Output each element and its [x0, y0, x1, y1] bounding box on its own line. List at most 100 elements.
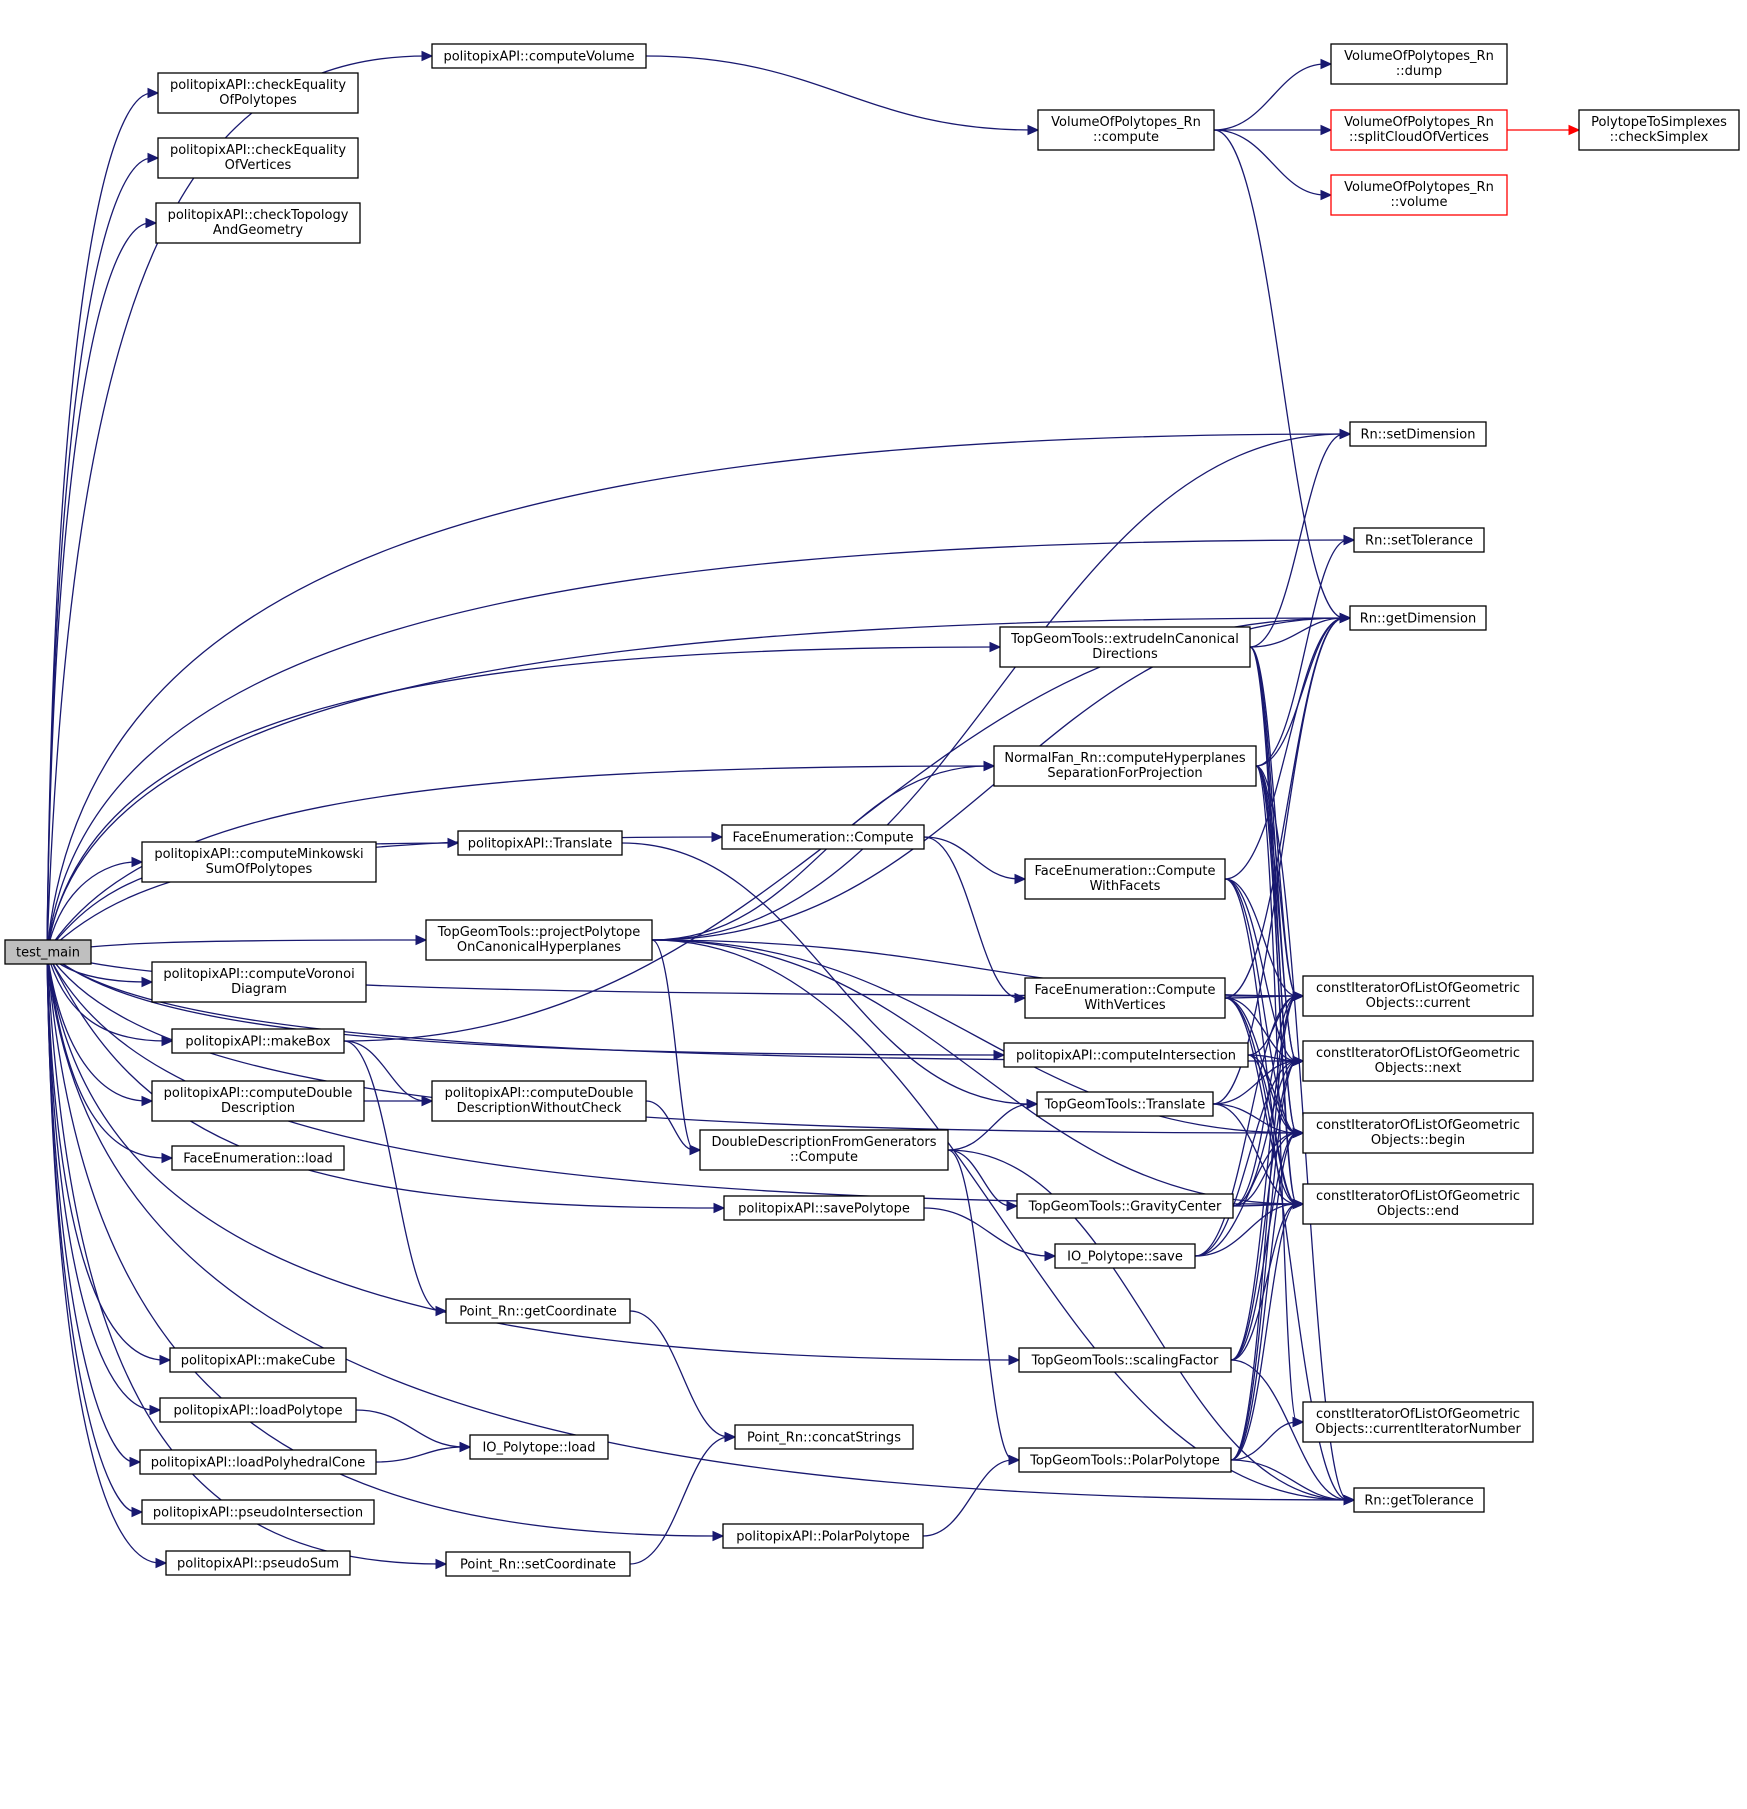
- edge-line: [1224, 997, 1349, 1501]
- node-label: politopixAPI::checkEquality: [170, 78, 346, 93]
- node-io-save[interactable]: IO_Polytope::save: [1054, 1243, 1196, 1269]
- node-makecube[interactable]: politopixAPI::makeCube: [169, 1347, 347, 1373]
- node-checksimplex[interactable]: PolytopeToSimplexes::checkSimplex: [1578, 109, 1740, 151]
- node-setcoordinate[interactable]: Point_Rn::setCoordinate: [445, 1551, 631, 1577]
- node-box: [431, 1080, 647, 1122]
- node-box: [734, 1424, 914, 1450]
- node-box: [159, 1397, 357, 1423]
- edge-line: [621, 842, 1032, 1105]
- edge-tgt-translate-to-getdimension: [1212, 612, 1352, 1105]
- node-tgt-polarpolytope[interactable]: TopGeomTools::PolarPolytope: [1018, 1447, 1232, 1473]
- node-box: [1302, 1112, 1534, 1154]
- node-gettolerance[interactable]: Rn::getTolerance: [1353, 1487, 1485, 1513]
- node-api-translate[interactable]: politopixAPI::Translate: [457, 830, 623, 856]
- node-getcoordinate[interactable]: Point_Rn::getCoordinate: [445, 1298, 631, 1324]
- edge-test-main-to-checkequalityofvertices: [46, 152, 160, 953]
- call-nodes: test_main politopixAPI::checkEqualityOfPo…: [4, 43, 1740, 1577]
- edge-line: [375, 1446, 465, 1463]
- node-concatstrings[interactable]: Point_Rn::concatStrings: [734, 1424, 914, 1450]
- edge-api-translate-to-tgt-translate: [621, 842, 1039, 1110]
- node-computevolume[interactable]: politopixAPI::computeVolume: [431, 43, 647, 69]
- edge-arrowhead: [147, 87, 160, 99]
- node-pseudointersection[interactable]: politopixAPI::pseudoIntersection: [141, 1499, 375, 1525]
- node-computeminkowskisum[interactable]: politopixAPI::computeMinkowskiSumOfPolyt…: [141, 841, 377, 883]
- call-edges: [46, 50, 1581, 1570]
- node-settolerance[interactable]: Rn::setTolerance: [1353, 527, 1485, 553]
- edge-arrowhead: [159, 1354, 172, 1366]
- node-label: politopixAPI::loadPolyhedralCone: [151, 1456, 365, 1471]
- node-box: [1018, 1347, 1232, 1373]
- node-getdimension[interactable]: Rn::getDimension: [1349, 605, 1487, 631]
- node-gravitycenter[interactable]: TopGeomTools::GravityCenter: [1016, 1193, 1234, 1219]
- edge-line: [1213, 129, 1326, 196]
- edge-line: [629, 1436, 730, 1565]
- node-it-begin[interactable]: constIteratorOfListOfGeometricObjects::b…: [1302, 1112, 1534, 1154]
- edge-line: [1212, 1060, 1298, 1105]
- node-setdimension[interactable]: Rn::setDimension: [1349, 421, 1487, 447]
- node-api-polarpolytope[interactable]: politopixAPI::PolarPolytope: [722, 1523, 924, 1549]
- edge-test-main-to-loadpolytope: [46, 951, 162, 1416]
- node-label: politopixAPI::savePolytope: [738, 1202, 910, 1217]
- edge-line: [651, 433, 1345, 941]
- node-ddfg-compute[interactable]: DoubleDescriptionFromGenerators::Compute: [699, 1129, 949, 1171]
- node-label: Description: [221, 1101, 295, 1116]
- node-fe-compute[interactable]: FaceEnumeration::Compute: [721, 824, 925, 850]
- edge-vop-compute-to-vop-split: [1214, 124, 1333, 136]
- node-box: [469, 1434, 609, 1460]
- node-it-next[interactable]: constIteratorOfListOfGeometricObjects::n…: [1302, 1040, 1534, 1082]
- edge-line: [1213, 129, 1345, 619]
- node-projectpolytope[interactable]: TopGeomTools::projectPolytopeOnCanonical…: [425, 919, 653, 961]
- edge-arrowhead: [993, 1049, 1006, 1061]
- node-box: [1330, 174, 1508, 216]
- edge-line: [46, 222, 151, 953]
- node-test-main[interactable]: test_main: [4, 939, 92, 965]
- edge-line: [1224, 878, 1298, 997]
- node-vop-compute[interactable]: VolumeOfPolytopes_Rn::compute: [1037, 109, 1215, 151]
- node-scalingfactor[interactable]: TopGeomTools::scalingFactor: [1018, 1347, 1232, 1373]
- edge-line: [1230, 1132, 1298, 1461]
- node-extrude[interactable]: TopGeomTools::extrudeInCanonicalDirectio…: [999, 626, 1251, 668]
- node-vop-split[interactable]: VolumeOfPolytopes_Rn::splitCloudOfVertic…: [1330, 109, 1508, 151]
- node-savepolytope[interactable]: politopixAPI::savePolytope: [723, 1195, 925, 1221]
- node-io-load[interactable]: IO_Polytope::load: [469, 1434, 609, 1460]
- edge-line: [46, 951, 1298, 1205]
- node-label: TopGeomTools::projectPolytope: [437, 925, 640, 940]
- edge-arrowhead: [1339, 428, 1352, 440]
- node-vop-volume[interactable]: VolumeOfPolytopes_Rn::volume: [1330, 174, 1508, 216]
- node-fe-load[interactable]: FaceEnumeration::load: [171, 1145, 345, 1171]
- node-label: constIteratorOfListOfGeometric: [1316, 981, 1520, 996]
- node-loadpolyhedralcone[interactable]: politopixAPI::loadPolyhedralCone: [139, 1449, 377, 1475]
- edge-line: [1230, 1060, 1298, 1461]
- node-makebox[interactable]: politopixAPI::makeBox: [171, 1028, 345, 1054]
- edge-line: [46, 951, 155, 1411]
- edge-arrowhead: [131, 856, 144, 868]
- node-box: [157, 137, 359, 179]
- node-cddwithoutcheck[interactable]: politopixAPI::computeDoubleDescriptionWi…: [431, 1080, 647, 1122]
- edge-line: [46, 951, 167, 1042]
- node-normalfan[interactable]: NormalFan_Rn::computeHyperplanesSeparati…: [993, 745, 1257, 787]
- edge-arrowhead: [1292, 990, 1305, 1002]
- node-it-current[interactable]: constIteratorOfListOfGeometricObjects::c…: [1302, 975, 1534, 1017]
- node-label: politopixAPI::Translate: [468, 837, 612, 852]
- node-it-end[interactable]: constIteratorOfListOfGeometricObjects::e…: [1302, 1183, 1534, 1225]
- edge-fe-compute-to-fe-vertices: [923, 836, 1027, 1004]
- node-label: politopixAPI::computeVolume: [443, 50, 634, 65]
- node-vop-dump[interactable]: VolumeOfPolytopes_Rn::dump: [1330, 43, 1508, 85]
- node-label: WithVertices: [1084, 998, 1166, 1013]
- node-loadpolytope[interactable]: politopixAPI::loadPolytope: [159, 1397, 357, 1423]
- edge-arrowhead: [1320, 124, 1333, 136]
- node-it-currentnumber[interactable]: constIteratorOfListOfGeometricObjects::c…: [1302, 1401, 1534, 1443]
- node-pseudosum[interactable]: politopixAPI::pseudoSum: [165, 1550, 351, 1576]
- edge-line: [1230, 1421, 1298, 1461]
- edge-io-save-to-it-next: [1194, 1055, 1305, 1257]
- node-tgt-translate[interactable]: TopGeomTools::Translate: [1036, 1091, 1214, 1117]
- edge-arrowhead: [724, 1431, 737, 1443]
- node-computeintersection[interactable]: politopixAPI::computeIntersection: [1003, 1042, 1249, 1068]
